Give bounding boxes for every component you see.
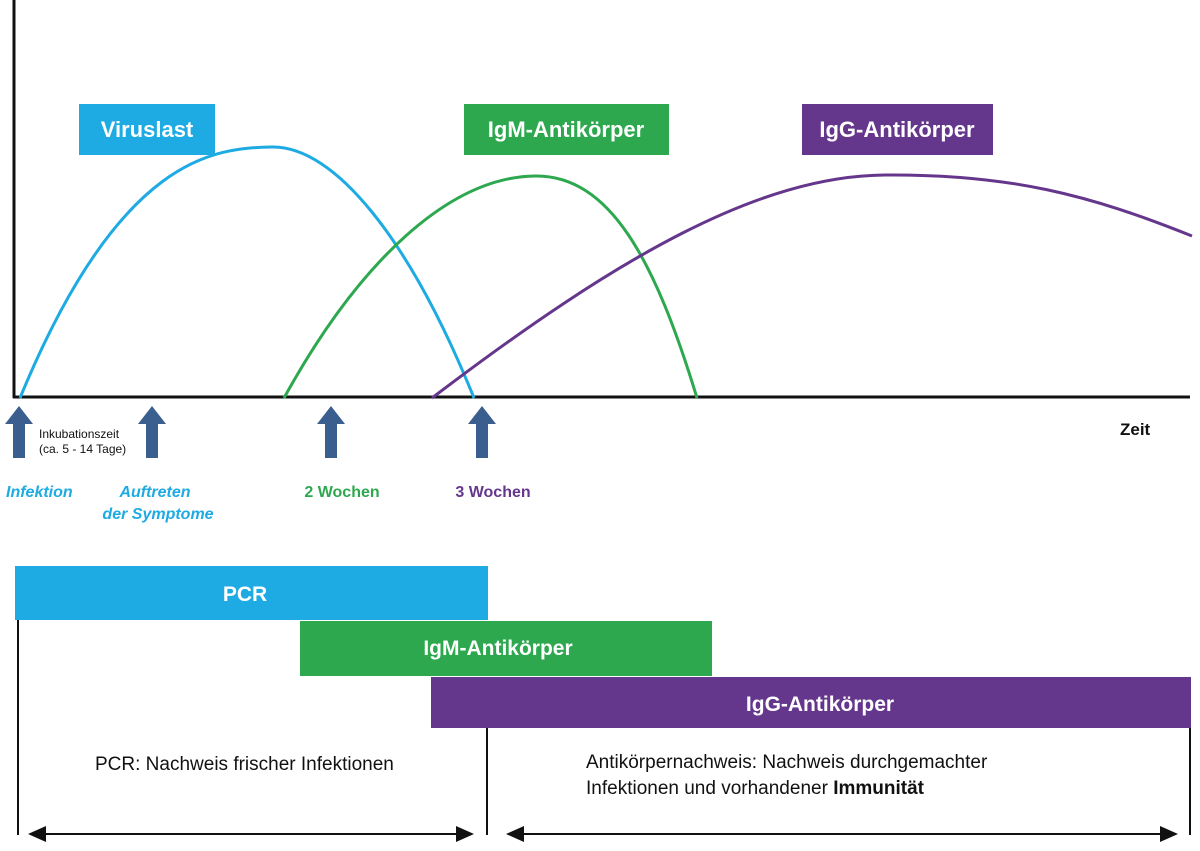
viruslast-curve — [18, 145, 476, 399]
immunity-emphasis: Immunität — [833, 778, 924, 799]
igg-label-box: IgG-Antikörper — [802, 104, 993, 155]
antibody-note-line2-text: Infektionen und vorhandener — [586, 778, 833, 799]
incubation-label: Inkubationszeit — [39, 427, 120, 441]
igm-label-box: IgM-Antikörper — [464, 104, 669, 155]
x-axis-label: Zeit — [1120, 420, 1151, 439]
igm-curve — [282, 174, 699, 399]
two-weeks-arrow — [317, 406, 345, 458]
antibody-period-arrow — [506, 826, 1178, 842]
igm-label: IgM-Antikörper — [488, 117, 645, 142]
symptoms-arrow — [138, 406, 166, 458]
igm-bar: IgM-Antikörper — [300, 621, 712, 676]
three-weeks-arrow — [468, 406, 496, 458]
pcr-bar-label: PCR — [223, 583, 267, 606]
viruslast-label: Viruslast — [101, 117, 194, 142]
antibody-note-line2: Infektionen und vorhandener Immunität — [586, 778, 925, 799]
incubation-duration: (ca. 5 - 14 Tage) — [39, 442, 126, 456]
pcr-note: PCR: Nachweis frischer Infektionen — [95, 754, 394, 775]
symptoms-caption-line2: der Symptome — [102, 506, 213, 523]
antibody-note-line1: Antikörpernachweis: Nachweis durchgemach… — [586, 752, 988, 773]
viruslast-label-box: Viruslast — [79, 104, 215, 155]
igm-bar-label: IgM-Antikörper — [423, 637, 572, 660]
infection-arrow — [5, 406, 33, 458]
three-weeks-caption: 3 Wochen — [455, 484, 530, 501]
igg-curve — [431, 173, 1193, 400]
infection-caption: Infektion — [6, 484, 73, 501]
two-weeks-caption: 2 Wochen — [304, 484, 379, 501]
igg-label: IgG-Antikörper — [819, 117, 975, 142]
pcr-period-arrow — [28, 826, 474, 842]
symptoms-caption-line1: Auftreten — [118, 484, 190, 501]
pcr-bar: PCR — [15, 566, 488, 620]
igg-bar-label: IgG-Antikörper — [746, 693, 894, 716]
igg-bar: IgG-Antikörper — [431, 677, 1191, 728]
